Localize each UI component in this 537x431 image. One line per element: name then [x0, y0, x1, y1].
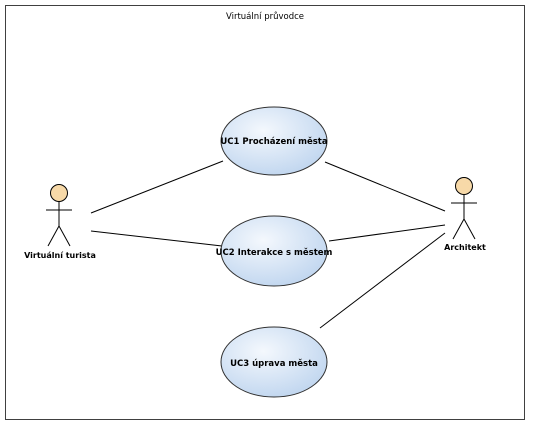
- association-tourist-uc2[interactable]: [90, 230, 223, 247]
- use-case-uc3[interactable]: UC3 úprava města: [220, 326, 328, 398]
- association-architect-uc2[interactable]: [328, 224, 446, 242]
- actor-architect-right-leg: [463, 218, 476, 240]
- use-case-uc2-label: UC2 Interakce s městem: [216, 247, 333, 258]
- association-architect-uc3[interactable]: [319, 232, 446, 329]
- use-case-uc2-ellipse[interactable]: [220, 215, 328, 287]
- actor-architect-left-leg: [452, 218, 465, 240]
- actor-architect-head: [455, 177, 473, 195]
- boundary-title: Virtuální průvodce: [226, 11, 304, 22]
- use-case-uc1-label: UC1 Procházení města: [220, 136, 327, 147]
- actor-architect-label: Architekt: [444, 243, 486, 252]
- association-architect-uc1[interactable]: [324, 161, 446, 212]
- use-case-uc1-ellipse[interactable]: [220, 106, 328, 176]
- use-case-uc3-label: UC3 úprava města: [230, 358, 318, 369]
- actor-tourist-head: [50, 184, 68, 202]
- use-case-uc1[interactable]: UC1 Procházení města: [220, 106, 328, 176]
- actor-tourist-label: Virtuální turista: [24, 251, 96, 260]
- use-case-uc3-ellipse[interactable]: [220, 326, 328, 398]
- use-case-uc2[interactable]: UC2 Interakce s městem: [216, 215, 333, 287]
- actor-tourist-right-leg: [58, 225, 71, 247]
- association-tourist-uc1[interactable]: [90, 160, 224, 214]
- actor-tourist-left-leg: [47, 225, 60, 247]
- actor-architect[interactable]: Architekt: [444, 177, 486, 253]
- actor-tourist[interactable]: Virtuální turista: [24, 184, 96, 261]
